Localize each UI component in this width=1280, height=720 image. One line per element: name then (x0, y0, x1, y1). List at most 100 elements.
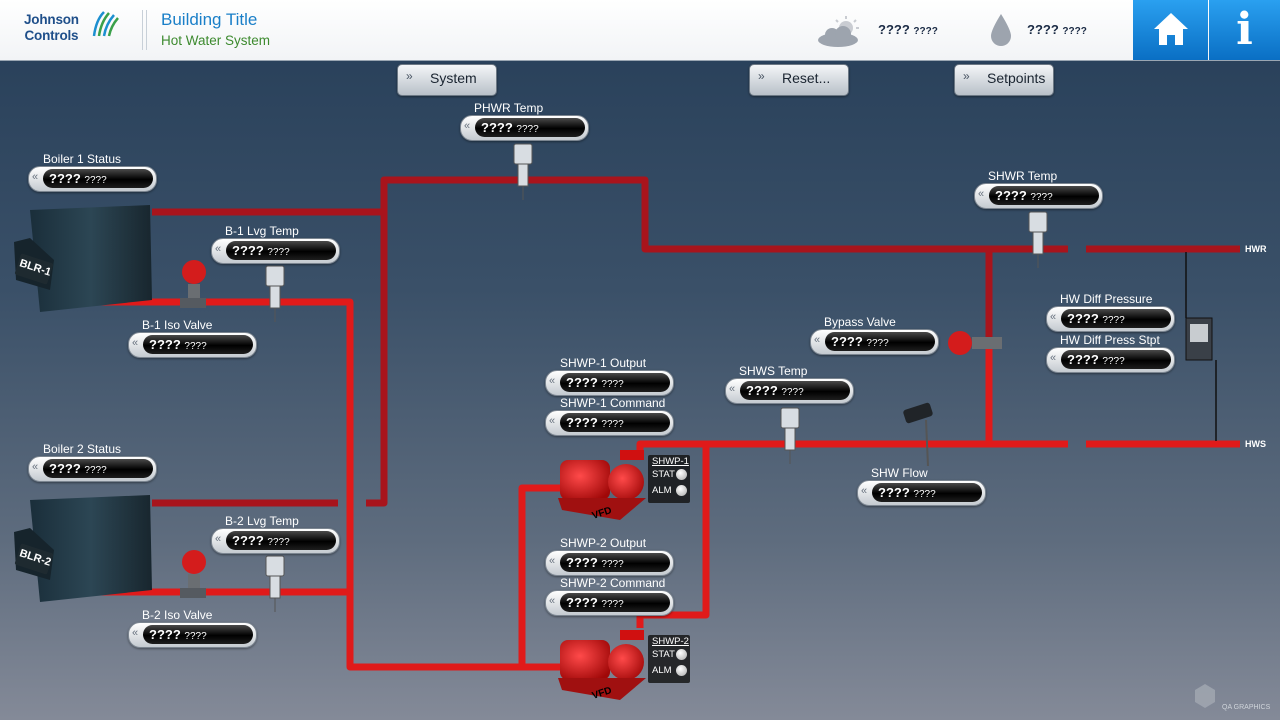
b1-iso-valve-unit: ???? (184, 341, 207, 352)
boiler-1-status-unit: ???? (84, 175, 107, 186)
boiler-1-unit (14, 205, 152, 312)
chevron-icon: « (132, 337, 139, 349)
home-icon (1154, 13, 1188, 45)
system-button[interactable]: » System (397, 64, 497, 96)
brand-line-1: Johnson (24, 12, 79, 27)
shwp-2-output-readout[interactable]: «???? ???? (545, 550, 674, 576)
outdoor-humidity-readout: ???? ???? (1027, 22, 1087, 37)
b1-lvg-temp-value-field: ???? ???? (226, 241, 336, 260)
hw-diff-press-stpt-readout[interactable]: «???? ???? (1046, 347, 1175, 373)
shwp-2-output-label: SHWP-2 Output (560, 536, 647, 550)
b2-lvg-temp-readout[interactable]: «???? ???? (211, 528, 340, 554)
chevron-icon: « (549, 555, 556, 567)
shwp-1-command-readout[interactable]: «???? ???? (545, 410, 674, 436)
chevron-icon: « (464, 120, 471, 132)
shwp-1-command-value: ???? (566, 415, 598, 430)
shwp-2-stat-label: STAT (652, 649, 675, 660)
setpoints-button[interactable]: » Setpoints (954, 64, 1054, 96)
chevron-icon: « (814, 334, 821, 346)
chevron-icon: « (215, 533, 222, 545)
shw-flow-unit: ???? (913, 489, 936, 500)
shwp-2-status-box: SHWP-2 STAT ALM (648, 635, 690, 683)
johnson-controls-logo-icon (92, 11, 119, 37)
boiler-2-status-value-field: ???? ???? (43, 459, 153, 478)
b1-iso-valve-label: B-1 Iso Valve (142, 318, 213, 332)
shwp-1-alm-label: ALM (652, 485, 672, 496)
shwp-2-pump (558, 630, 646, 700)
chevron-icon: « (1050, 311, 1057, 323)
bypass-valve-value: ???? (831, 334, 863, 349)
shwp-1-output-value-field: ???? ???? (560, 373, 670, 392)
shwp-2-alm-label: ALM (652, 665, 672, 676)
chevron-icon: « (1050, 352, 1057, 364)
bypass-valve-readout[interactable]: «???? ???? (810, 329, 939, 355)
b2-iso-valve-value-field: ???? ???? (143, 625, 253, 644)
hw-diff-pressure-value: ???? (1067, 311, 1099, 326)
shwp-2-link[interactable]: SHWP-2 (652, 636, 689, 647)
hw-diff-press-stpt-label: HW Diff Press Stpt (1060, 333, 1160, 347)
b2-lvg-temp-label: B-2 Lvg Temp (225, 514, 299, 528)
diff-pressure-transmitter (1185, 317, 1213, 361)
b2-lvg-temp-sensor (265, 555, 285, 612)
shwp-1-link[interactable]: SHWP-1 (652, 456, 689, 467)
shwp-2-output-value: ???? (566, 555, 598, 570)
bypass-valve-label: Bypass Valve (824, 315, 896, 329)
shwp-1-output-unit: ???? (601, 379, 624, 390)
reset-button[interactable]: » Reset... (749, 64, 849, 96)
shws-temp-readout[interactable]: «???? ???? (725, 378, 854, 404)
boiler-2-unit (14, 495, 152, 602)
return-pipe (152, 176, 1240, 507)
bypass-valve-graphic (948, 331, 1002, 355)
shwp-1-command-value-field: ???? ???? (560, 413, 670, 432)
shwp-2-command-value-field: ???? ???? (560, 593, 670, 612)
boiler-1-status-value: ???? (49, 171, 81, 186)
system-subtitle: Hot Water System (161, 33, 271, 48)
shwr-temp-sensor (1028, 211, 1048, 268)
shw-flow-readout[interactable]: «???? ???? (857, 480, 986, 506)
info-button[interactable]: i (1209, 0, 1280, 60)
shw-flow-label: SHW Flow (871, 466, 928, 480)
hw-diff-pressure-readout[interactable]: « ???? ???? (1046, 306, 1175, 332)
chevron-icon: « (549, 375, 556, 387)
watermark: QA GRAPHICS (1222, 704, 1271, 711)
hwr-pipe-label: HWR (1245, 244, 1267, 254)
chevron-icon: « (215, 243, 222, 255)
b1-lvg-temp-label: B-1 Lvg Temp (225, 224, 299, 238)
boiler-2-status-readout[interactable]: «???? ???? (28, 456, 157, 482)
b1-iso-valve-graphic (180, 260, 206, 308)
b1-iso-valve-readout[interactable]: «???? ???? (128, 332, 257, 358)
hw-diff-pressure-label: HW Diff Pressure (1060, 292, 1153, 306)
b1-iso-valve-value-field: ???? ???? (143, 335, 253, 354)
phwr-temp-value-field: ???? ???? (475, 118, 585, 137)
hw-diff-pressure-value-field: ???? ???? (1061, 309, 1171, 328)
info-icon: i (1236, 4, 1253, 55)
outdoor-temp-value: ???? (878, 22, 910, 37)
b1-iso-valve-value: ???? (149, 337, 181, 352)
shwr-temp-unit: ???? (1030, 192, 1053, 203)
shwr-temp-value-field: ???? ???? (989, 186, 1099, 205)
chevron-icon: « (729, 383, 736, 395)
shwp-2-command-readout[interactable]: «???? ???? (545, 590, 674, 616)
shws-temp-unit: ???? (781, 387, 804, 398)
b1-lvg-temp-readout[interactable]: « ???? ???? (211, 238, 340, 264)
boiler-1-status-readout[interactable]: «???? ???? (28, 166, 157, 192)
phwr-temp-value: ???? (481, 120, 513, 135)
chevron-icon: » (758, 69, 765, 83)
chevron-icon: « (978, 188, 985, 200)
shw-flow-meter (903, 402, 933, 467)
shwp-1-output-readout[interactable]: « ???? ???? (545, 370, 674, 396)
shwr-temp-readout[interactable]: « ???? ???? (974, 183, 1103, 209)
shw-flow-value: ???? (878, 485, 910, 500)
header-divider (142, 10, 147, 50)
phwr-temp-readout[interactable]: « ???? ???? (460, 115, 589, 141)
watermark-logo-icon (1195, 684, 1215, 708)
b1-lvg-temp-unit: ???? (267, 247, 290, 258)
chevron-icon: « (132, 627, 139, 639)
b2-iso-valve-label: B-2 Iso Valve (142, 608, 213, 622)
shw-flow-value-field: ???? ???? (872, 483, 982, 502)
home-button[interactable] (1133, 0, 1208, 60)
b2-iso-valve-readout[interactable]: « ???? ???? (128, 622, 257, 648)
shwp-2-alm-indicator (676, 665, 687, 676)
shwp-1-stat-label: STAT (652, 469, 675, 480)
